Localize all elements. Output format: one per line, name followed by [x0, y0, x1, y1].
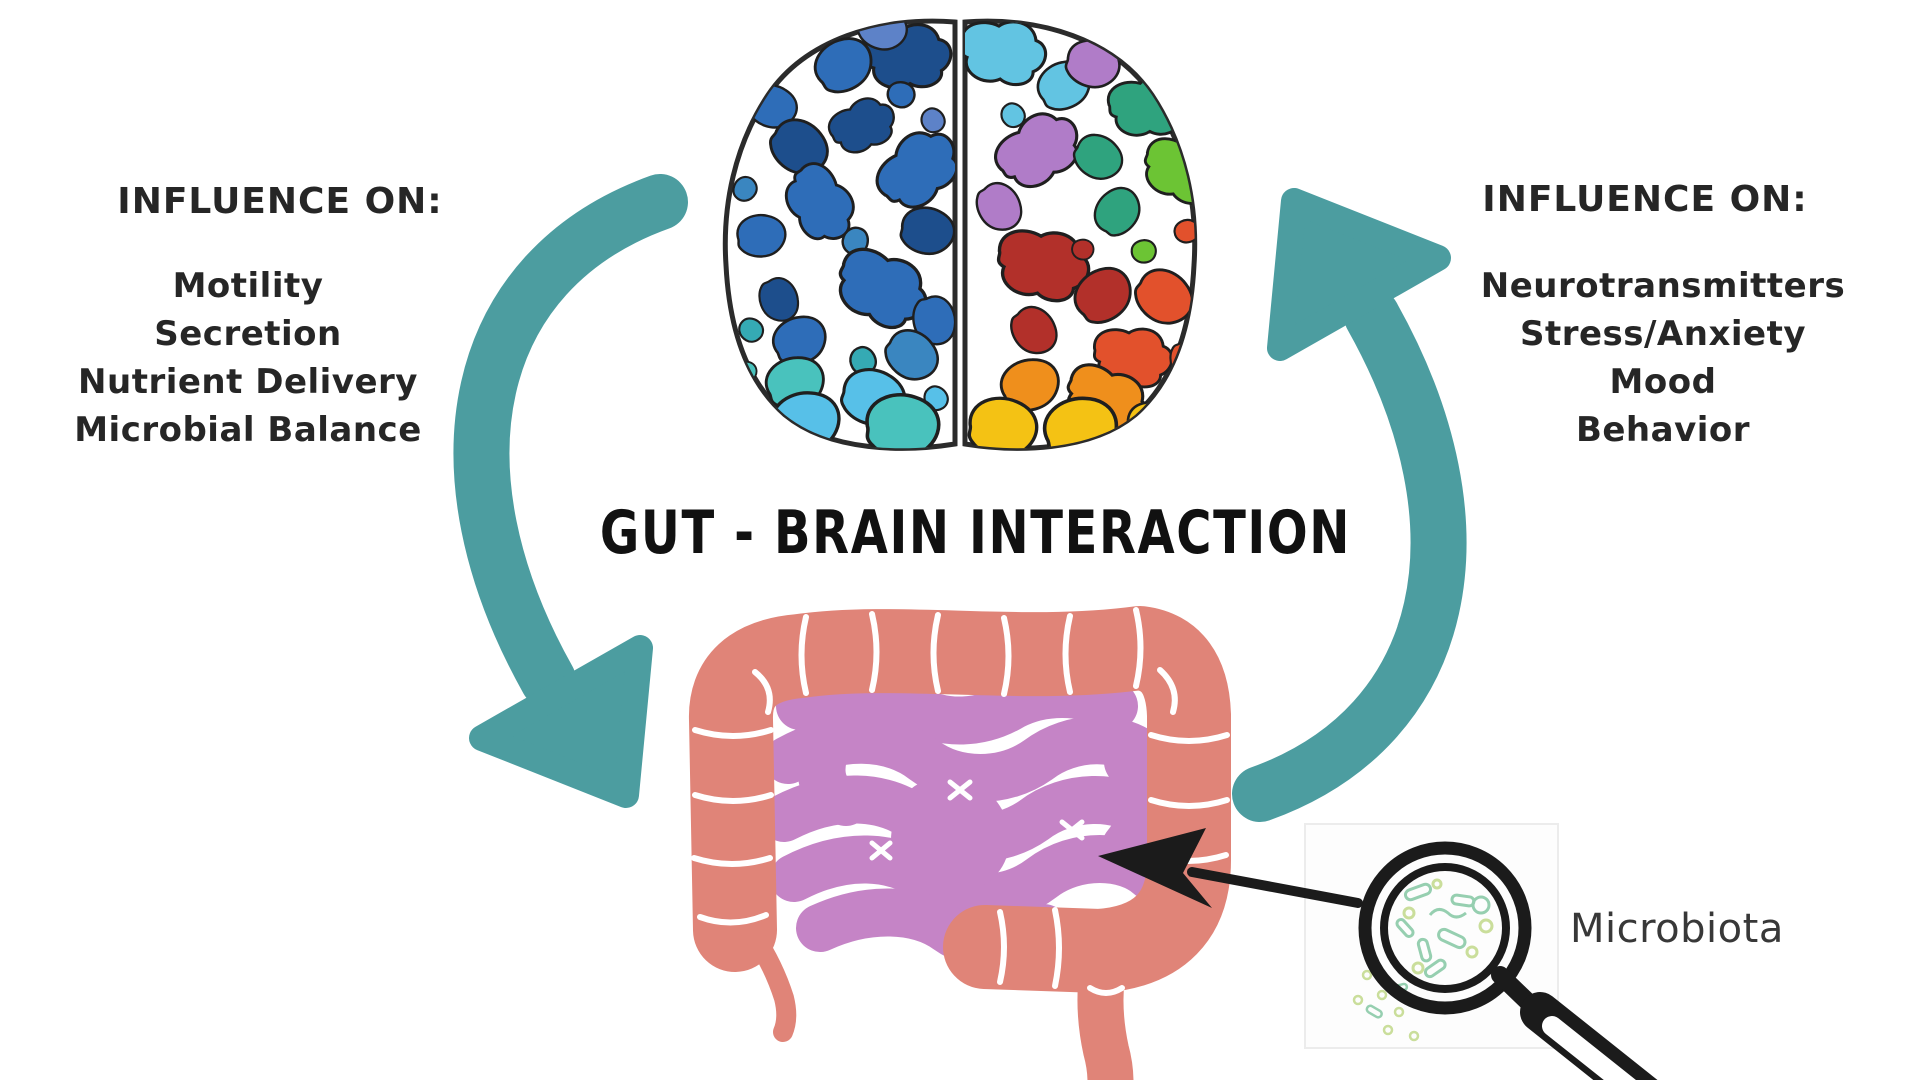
list-item-microbial-balance: Microbial Balance	[74, 410, 422, 450]
colon-creases	[691, 607, 1230, 996]
list-item-nutrient-delivery: Nutrient Delivery	[78, 362, 418, 402]
microbiota-label: Microbiota	[1570, 906, 1784, 952]
list-item-motility: Motility	[172, 266, 324, 306]
rectum	[1077, 921, 1134, 1080]
lens-inner-ring	[1380, 863, 1510, 993]
brain-influence-list: Neurotransmitters Stress/Anxiety Mood Be…	[1453, 262, 1873, 454]
magnifier-neck	[1491, 966, 1537, 1011]
appendix	[736, 914, 797, 1042]
list-item-mood: Mood	[1609, 362, 1717, 402]
gut-icon	[689, 606, 1231, 1080]
magnifying-glass-icon	[1352, 841, 1658, 1080]
right-influence-heading: INFLUENCE ON:	[1482, 179, 1808, 220]
lens-outer-ring	[1358, 841, 1532, 1015]
intestine-sparkles	[869, 779, 1085, 861]
large-intestine	[689, 606, 1231, 1080]
diagram-title: GUT - BRAIN INTERACTION	[460, 498, 1490, 568]
bacteria-outside-lens	[1352, 969, 1420, 1042]
pointer-arrow-icon	[1098, 828, 1363, 908]
diagram-title-text: GUT - BRAIN INTERACTION	[599, 498, 1351, 568]
brain-icon	[725, 1, 1230, 466]
gut-influence-list: Motility Secretion Nutrient Delivery Mic…	[28, 262, 468, 454]
list-item-behavior: Behavior	[1575, 410, 1751, 450]
small-intestine	[760, 669, 1174, 969]
list-item-secretion: Secretion	[154, 314, 342, 354]
left-influence-heading: INFLUENCE ON:	[117, 181, 443, 222]
list-item-stress-anxiety: Stress/Anxiety	[1519, 314, 1807, 354]
bacteria-in-lens	[1395, 878, 1494, 979]
magnifier-handle-inner	[1542, 1016, 1636, 1080]
list-item-neurotransmitters: Neurotransmitters	[1480, 266, 1846, 306]
